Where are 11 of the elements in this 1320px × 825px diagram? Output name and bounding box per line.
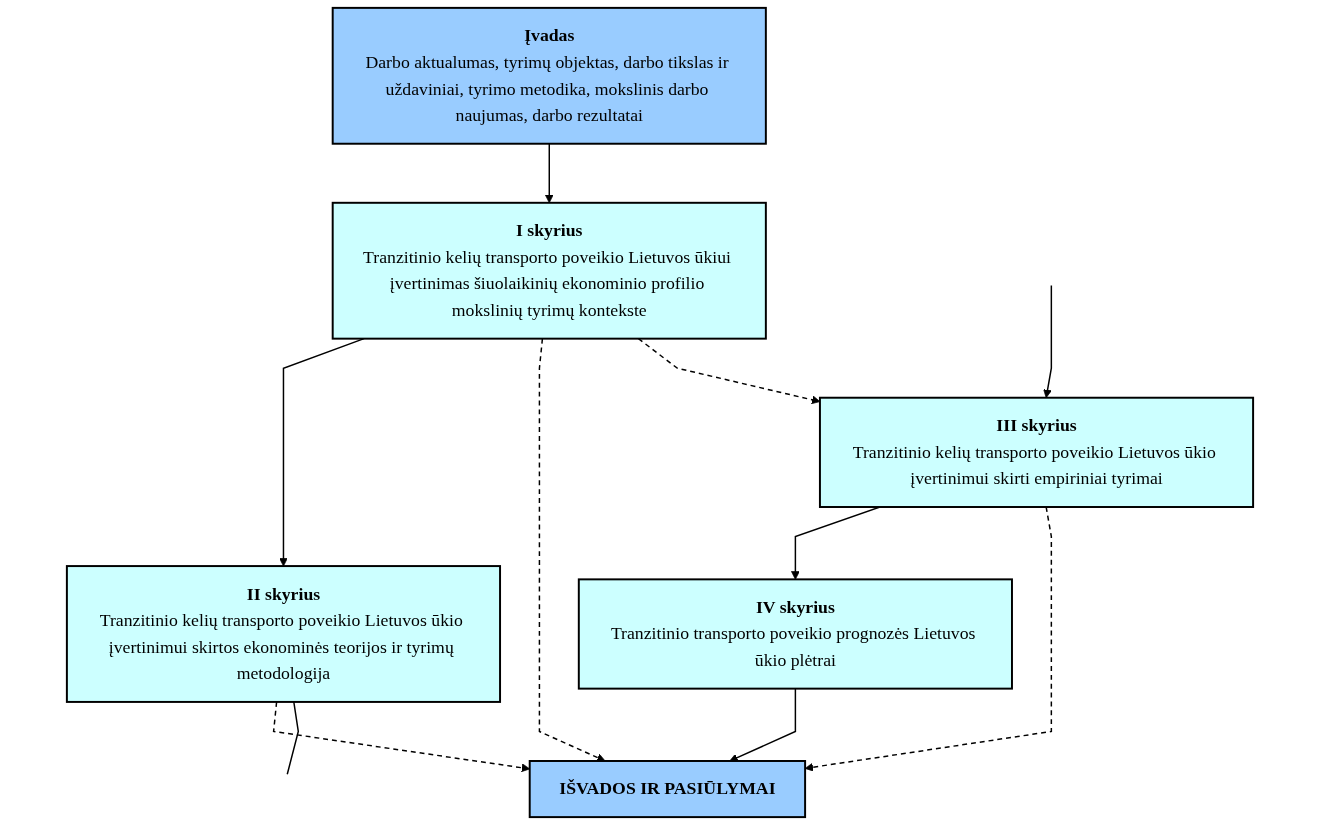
arrow xyxy=(729,687,797,762)
node-box: Įvadas Darbo aktualumas, tyrimų objektas, darbo tikslas ir uždaviniai, tyrimo metodika, mokslinis darbo naujumas, darbo rezultatai xyxy=(331,6,767,145)
node-box: I skyrius Tranzitinio kelių transporto poveikio Lietuvos ūkiui įvertinimas šiuolaikinių ekonominio profilio mokslinių tyrimų kontekste xyxy=(331,201,767,340)
node-box: III skyrius Tranzitinio kelių transporto poveikio Lietuvos ūkio įvertinimui skirti empiriniai tyrimai xyxy=(818,396,1255,508)
node-box: IŠVADOS IR PASIŪLYMAI xyxy=(528,760,807,819)
node-box: II skyrius Tranzitinio kelių transporto poveikio Lietuvos ūkio įvertinimui skirtos ekonominės teorijos ir tyrimų metodologija xyxy=(65,565,502,703)
arrow xyxy=(544,143,554,204)
arrow xyxy=(538,337,606,762)
arrow xyxy=(1043,284,1053,399)
node-box: IV skyrius Tranzitinio transporto poveikio prognozės Lietuvos ūkio plėtrai xyxy=(577,578,1013,690)
connector xyxy=(286,701,300,775)
